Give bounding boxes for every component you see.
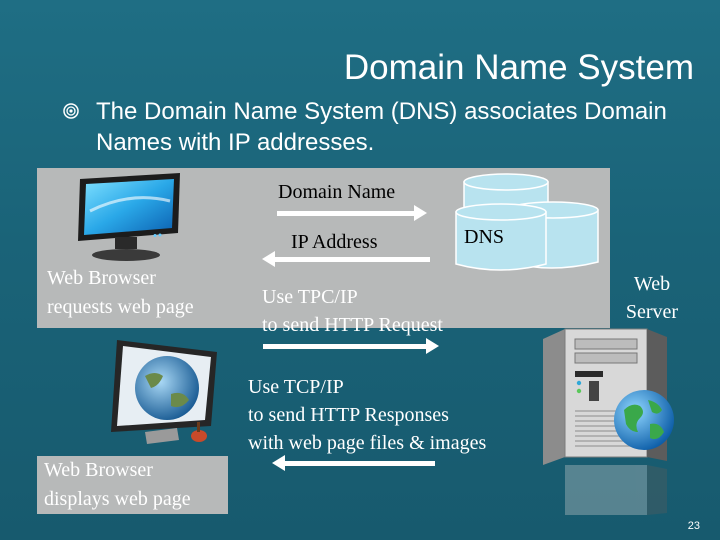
display-browser-line1: Web Browser <box>44 459 153 481</box>
target-bullet-icon <box>63 103 79 119</box>
dns-label: DNS <box>464 226 505 248</box>
bullet-text: The Domain Name System (DNS) associates … <box>96 98 667 156</box>
request-browser-label: Web Browser requests web page <box>47 264 194 322</box>
ip-address-arrow-head <box>262 251 275 267</box>
response-line2: to send HTTP Responses <box>248 404 449 426</box>
page-number: 23 <box>687 520 700 532</box>
database-icon <box>455 173 599 271</box>
laptop-globe-icon <box>111 340 217 444</box>
globe-icon <box>614 390 674 450</box>
request-line2: to send HTTP Request <box>262 314 443 336</box>
slide-title: Domain Name System <box>343 48 694 87</box>
display-browser-label: Web Browser displays web page <box>44 456 191 514</box>
request-browser-box <box>37 262 228 328</box>
server-tower-icon <box>543 328 667 515</box>
web-server-label: Web Server <box>612 270 692 326</box>
request-label: Use TPC/IP to send HTTP Request <box>262 283 443 339</box>
response-label: Use TCP/IP to send HTTP Responses with w… <box>248 373 486 457</box>
ip-address-label: IP Address <box>291 231 378 253</box>
request-line1: Use TPC/IP <box>262 286 358 308</box>
display-browser-line2: displays web page <box>44 488 191 510</box>
request-arrow-shaft <box>263 344 427 349</box>
monitor-icon <box>78 173 180 261</box>
response-arrow-head <box>272 455 285 471</box>
web-server-line1: Web <box>633 273 671 295</box>
domain-name-arrow-head <box>414 205 427 221</box>
request-arrow-head <box>426 338 439 354</box>
response-line3: with web page files & images <box>248 432 487 454</box>
request-browser-line2: requests web page <box>47 296 194 318</box>
web-server-line2: Server <box>625 301 679 323</box>
response-line1: Use TCP/IP <box>248 376 344 398</box>
domain-name-arrow-shaft <box>277 211 415 216</box>
request-browser-line1: Web Browser <box>47 267 156 289</box>
domain-name-label: Domain Name <box>278 181 396 203</box>
display-browser-box <box>37 456 228 514</box>
ip-address-arrow-shaft <box>275 257 430 262</box>
response-arrow-shaft <box>285 461 435 466</box>
